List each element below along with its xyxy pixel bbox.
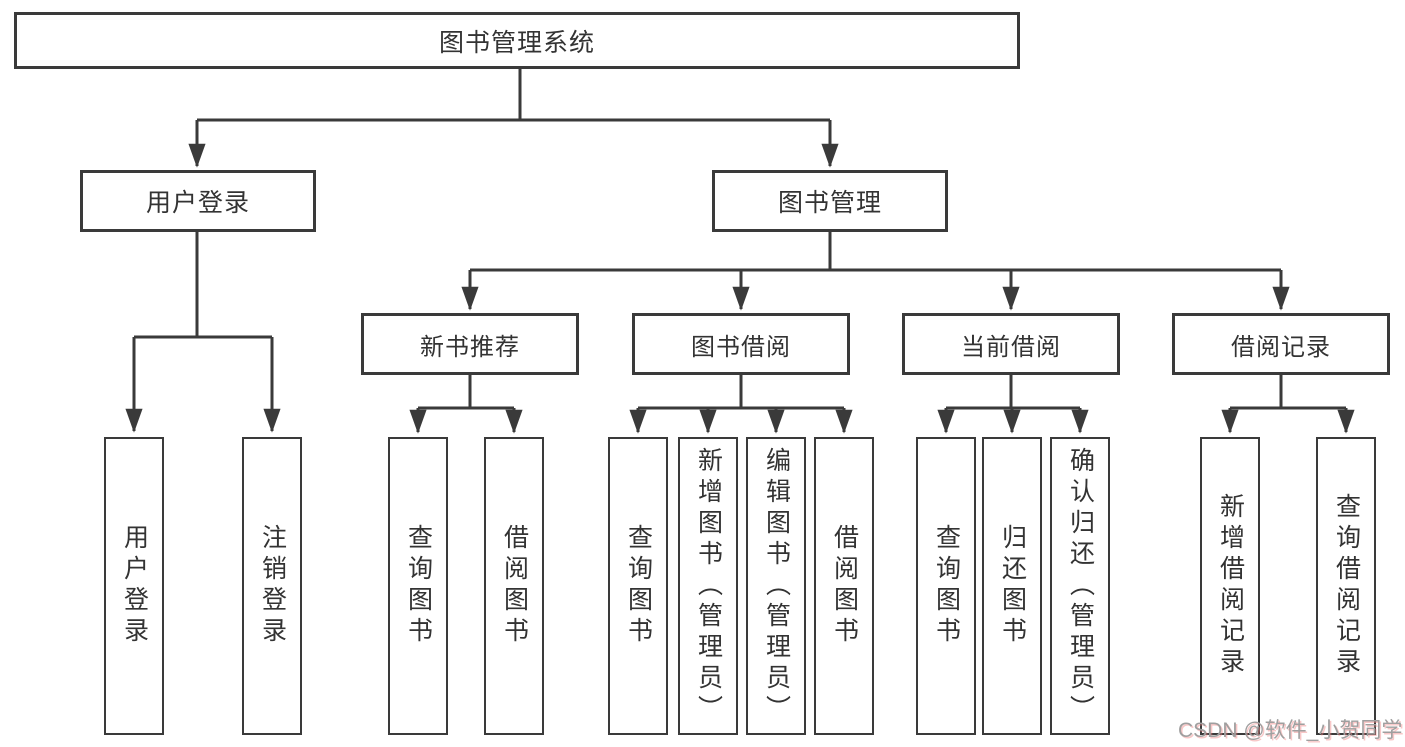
leaf-add-books-admin: 新增图书（管理员） bbox=[678, 437, 738, 735]
leaf-user-login: 用户登录 bbox=[104, 437, 164, 735]
leaf-return-books: 归还图书 bbox=[982, 437, 1042, 735]
leaf-logout-login: 注销登录 bbox=[242, 437, 302, 735]
leaf-add-borrow-record: 新增借阅记录 bbox=[1200, 437, 1260, 735]
node-root: 图书管理系统 bbox=[14, 12, 1020, 69]
node-book-borrowing: 图书借阅 bbox=[632, 313, 850, 375]
leaf-borrow-books-recommend: 借阅图书 bbox=[484, 437, 544, 735]
node-borrowing-records: 借阅记录 bbox=[1172, 313, 1390, 375]
node-user-login: 用户登录 bbox=[80, 170, 316, 232]
leaf-query-books-recommend: 查询图书 bbox=[388, 437, 448, 735]
leaf-query-borrow-record: 查询借阅记录 bbox=[1316, 437, 1376, 735]
node-book-management: 图书管理 bbox=[712, 170, 948, 232]
watermark: CSDN @软件_小贺同学 bbox=[1178, 719, 1403, 742]
leaf-query-books-current: 查询图书 bbox=[916, 437, 976, 735]
leaf-query-books-borrowing: 查询图书 bbox=[608, 437, 668, 735]
leaf-confirm-return-admin: 确认归还（管理员） bbox=[1050, 437, 1110, 735]
node-new-book-recommendation: 新书推荐 bbox=[361, 313, 579, 375]
leaf-edit-books-admin: 编辑图书（管理员） bbox=[746, 437, 806, 735]
node-current-borrowing: 当前借阅 bbox=[902, 313, 1120, 375]
leaf-borrow-books-borrowing: 借阅图书 bbox=[814, 437, 874, 735]
